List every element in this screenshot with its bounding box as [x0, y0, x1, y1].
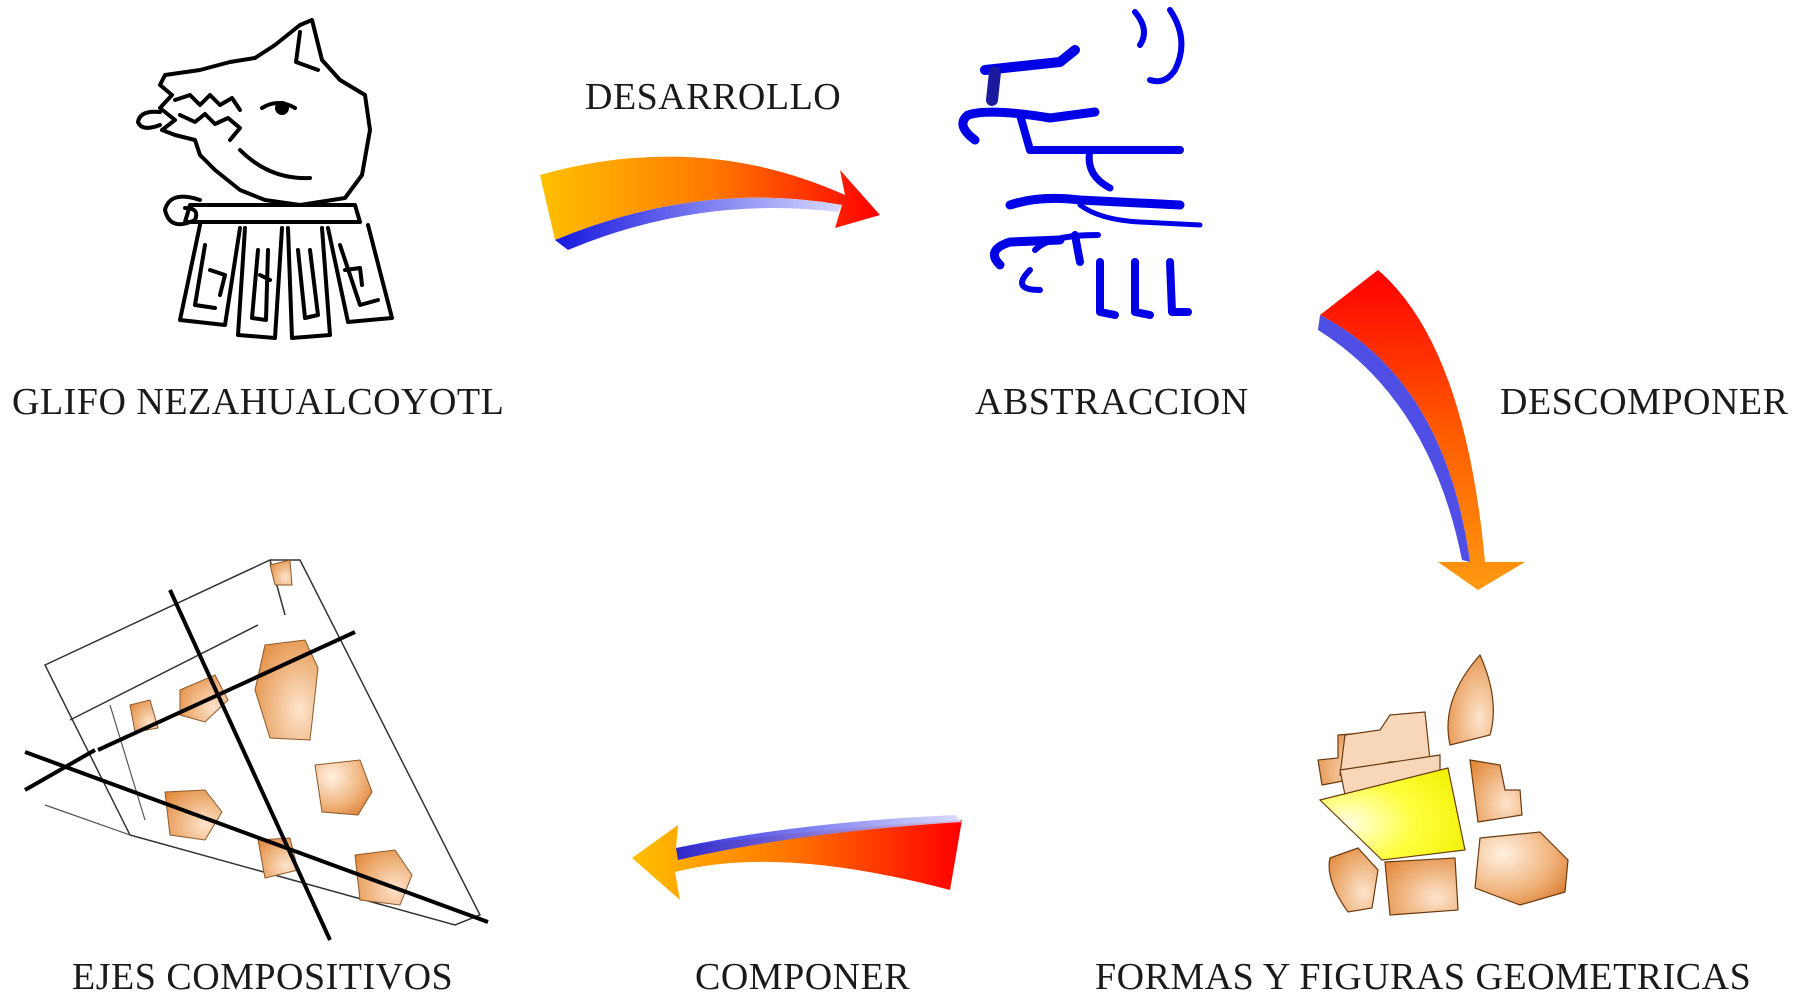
arrow-compose-icon [632, 815, 962, 900]
label-abstraction: ABSTRACCION [975, 381, 1249, 423]
abstraction-glyph-icon [958, 7, 1203, 319]
compositional-axes-icon [24, 559, 489, 941]
label-axes: EJES COMPOSITIVOS [72, 956, 454, 998]
geometric-forms-icon [1317, 653, 1569, 916]
label-forms: FORMAS Y FIGURAS GEOMETRICAS [1095, 956, 1752, 998]
label-develop: DESARROLLO [585, 76, 842, 118]
coyote-glyph-icon [136, 18, 394, 340]
label-glyph: GLIFO NEZAHUALCOYOTL [12, 381, 505, 423]
label-decompose: DESCOMPONER [1500, 381, 1789, 423]
arrow-develop-icon [540, 156, 880, 250]
arrow-decompose-icon [1318, 270, 1525, 590]
label-compose: COMPONER [695, 956, 911, 998]
